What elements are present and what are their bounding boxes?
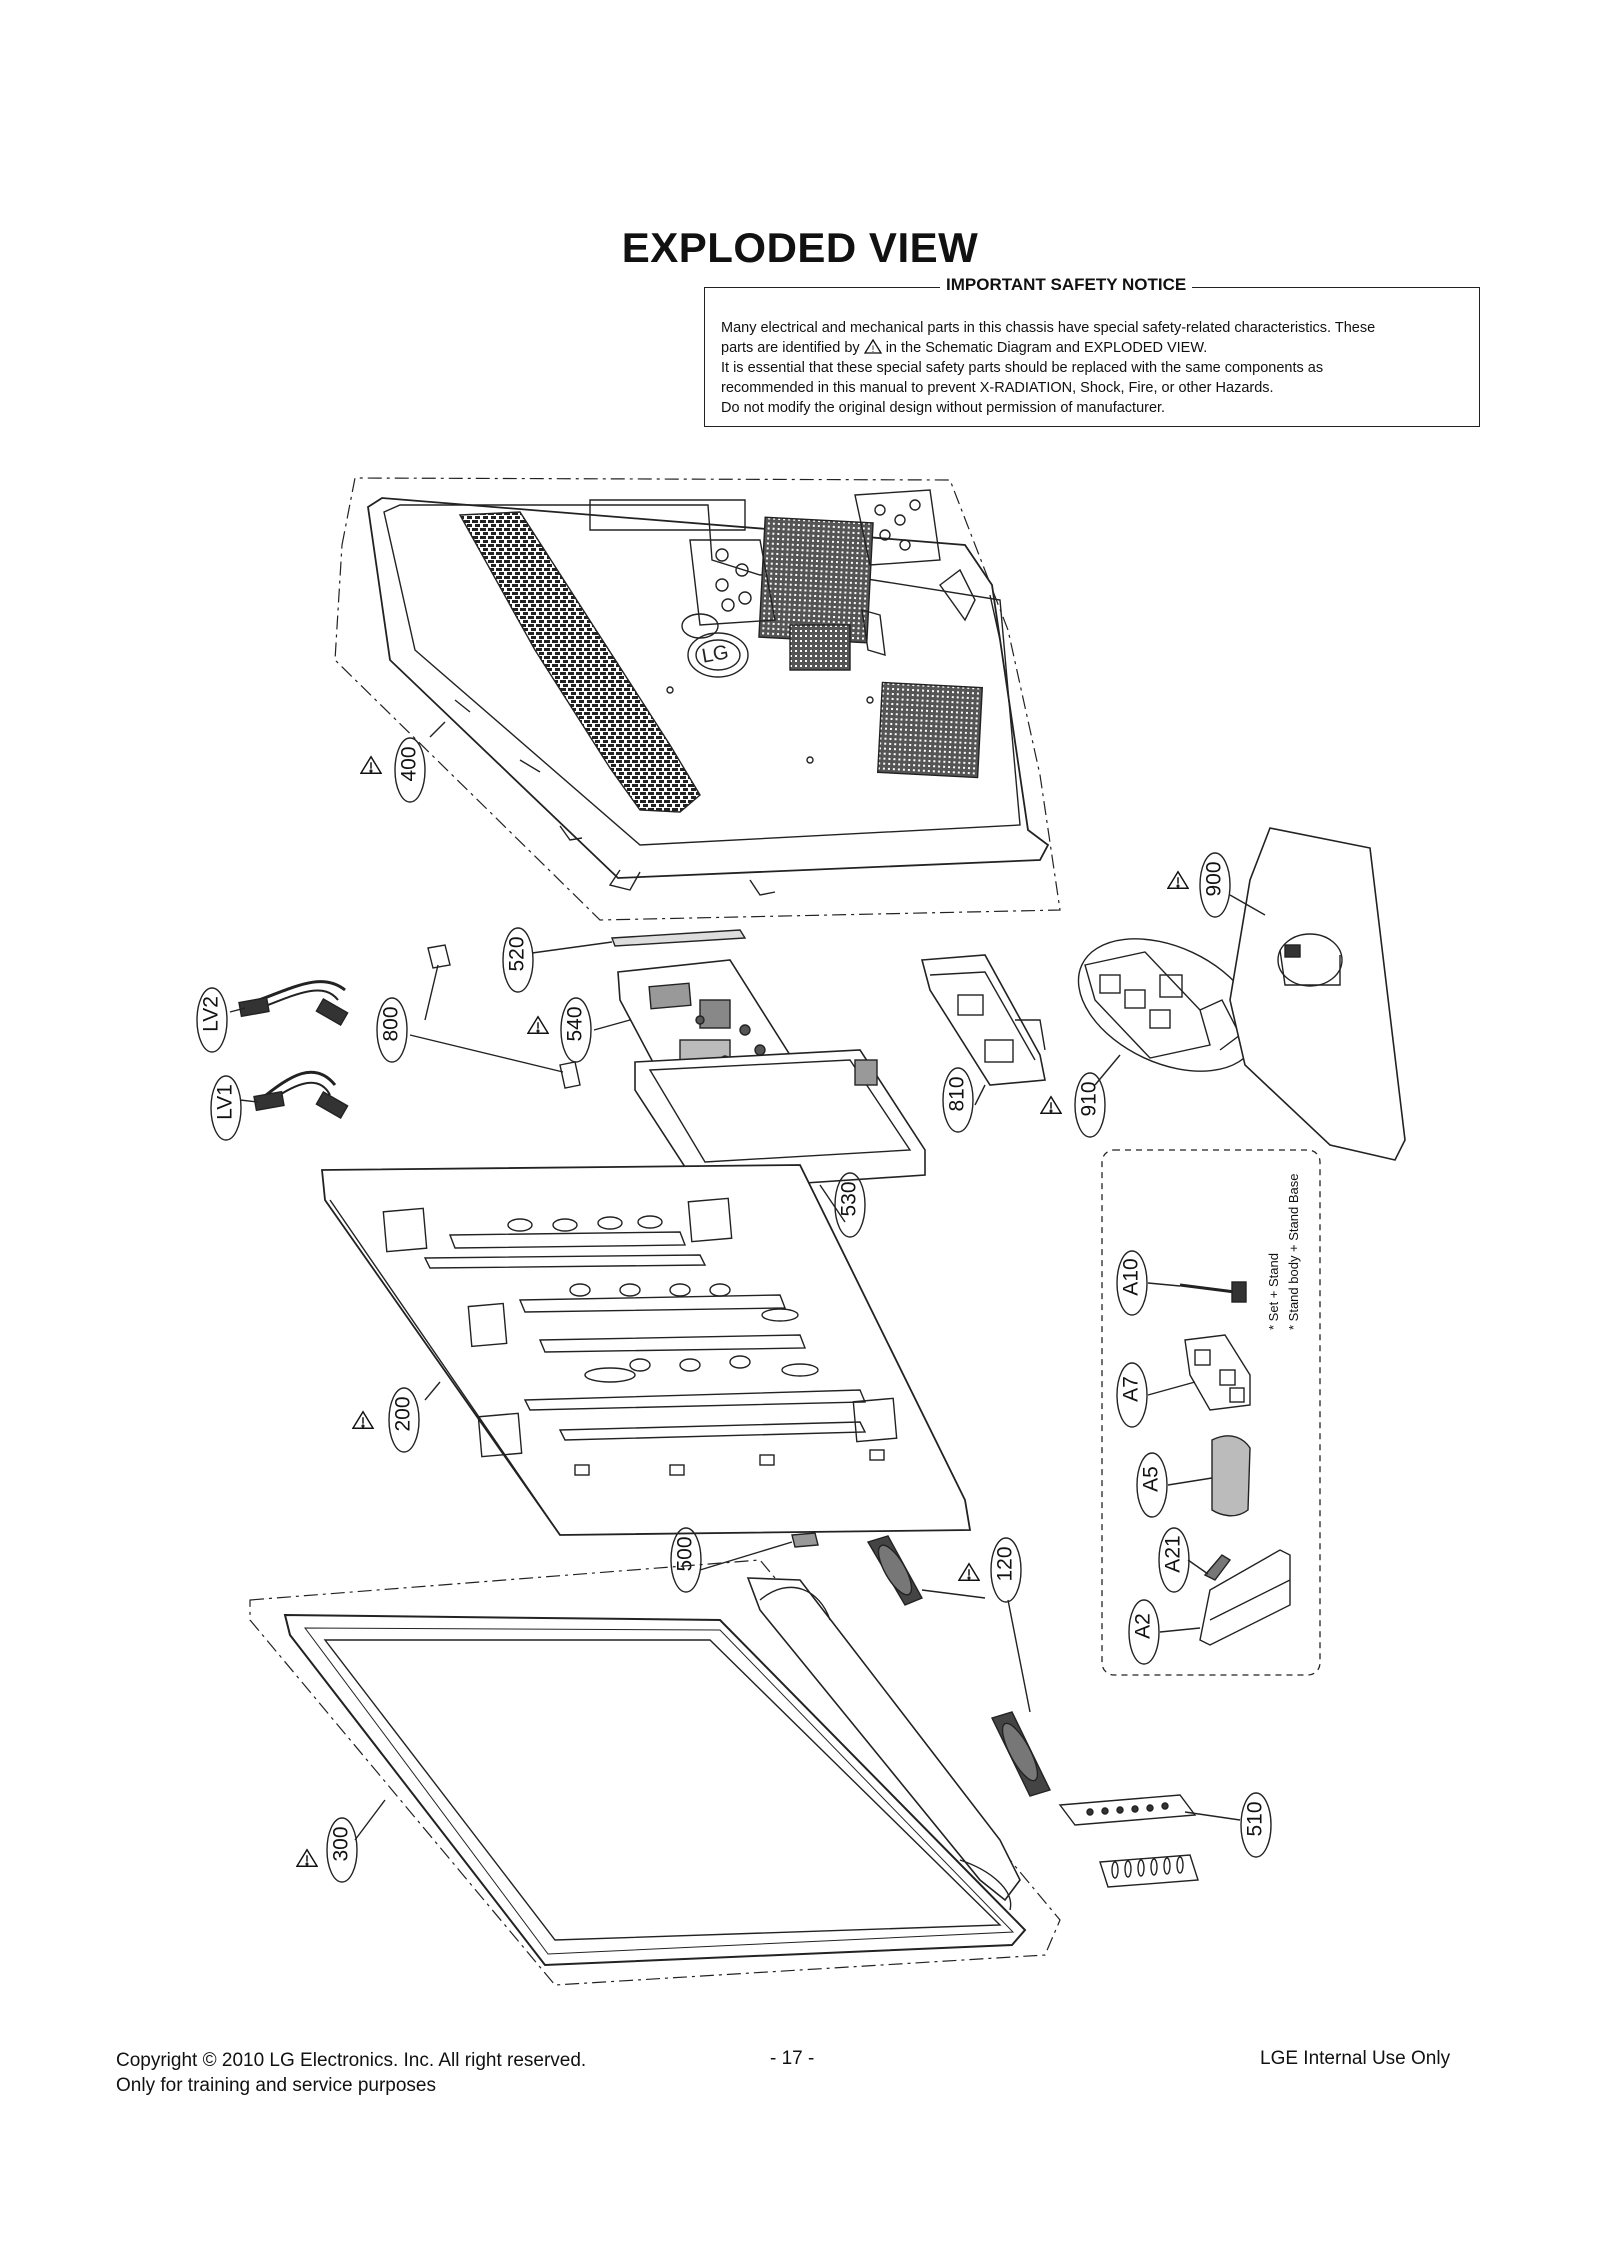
back-cover-part: LG xyxy=(334,477,1061,921)
svg-text:400: 400 xyxy=(398,746,421,781)
callout-a10: A10 xyxy=(1116,1250,1148,1316)
callout-a5: A5 xyxy=(1136,1452,1168,1518)
callout-a7: A7 xyxy=(1116,1362,1148,1428)
callout-500: 500 xyxy=(670,1527,702,1593)
callout-520: 520 xyxy=(502,927,534,993)
svg-text:900: 900 xyxy=(1203,861,1226,896)
svg-text:LV1: LV1 xyxy=(214,1084,237,1120)
stand-body-part xyxy=(1199,1549,1291,1646)
callout-a2: A2 xyxy=(1128,1599,1160,1665)
control-keys-part xyxy=(1058,1794,1199,1888)
stand-note-body: * Stand body + Stand Base xyxy=(1286,1174,1301,1330)
svg-text:500: 500 xyxy=(674,1536,697,1571)
callout-400: 400 xyxy=(360,737,426,803)
ir-board-part xyxy=(791,1532,819,1548)
callout-910: 910 xyxy=(1040,1072,1106,1138)
callout-530: 530 xyxy=(800,1172,866,1238)
callout-120: 120 xyxy=(958,1537,1022,1603)
notice-line: Do not modify the original design withou… xyxy=(721,400,1166,416)
notice-line: It is essential that these special safet… xyxy=(721,360,1324,376)
main-board-part xyxy=(611,929,791,1086)
safety-notice-box: IMPORTANT SAFETY NOTICE Many electrical … xyxy=(704,275,1480,427)
svg-text:A5: A5 xyxy=(1140,1466,1163,1492)
stand-hinge-part xyxy=(1184,1334,1251,1411)
svg-text:200: 200 xyxy=(392,1396,415,1431)
stand-bracket-part xyxy=(920,954,1046,1086)
back-cover-logo: LG xyxy=(700,641,730,667)
svg-text:A21: A21 xyxy=(1162,1535,1185,1572)
footer-internal: LGE Internal Use Only xyxy=(1260,2048,1451,2069)
notice-line: parts are identified by ! in the Schemat… xyxy=(721,338,1463,358)
stand-note-set: * Set + Stand xyxy=(1266,1253,1281,1330)
svg-text:A7: A7 xyxy=(1120,1376,1143,1402)
stand-cover-part xyxy=(1211,1435,1251,1517)
svg-text:120: 120 xyxy=(994,1546,1017,1581)
safety-notice-heading: IMPORTANT SAFETY NOTICE xyxy=(940,275,1193,295)
page-title: EXPLODED VIEW xyxy=(621,224,979,272)
speaker-part xyxy=(866,1535,1051,1797)
svg-text:800: 800 xyxy=(380,1006,403,1041)
notice-line-part: parts are identified by xyxy=(721,340,860,356)
callout-800: 800 xyxy=(376,997,408,1063)
power-board-part xyxy=(634,1049,926,1191)
stand-accessory-box xyxy=(1101,1149,1321,1676)
callout-lv2: LV2 xyxy=(196,987,228,1053)
footer-copyright: Copyright © 2010 LG Electronics. Inc. Al… xyxy=(116,2050,587,2071)
svg-text:530: 530 xyxy=(838,1181,861,1216)
svg-text:910: 910 xyxy=(1078,1081,1101,1116)
callout-540: 540 xyxy=(527,997,592,1063)
callout-900: 900 xyxy=(1167,852,1231,918)
svg-text:520: 520 xyxy=(506,936,529,971)
safety-notice-body: Many electrical and mechanical parts in … xyxy=(721,318,1463,418)
svg-text:510: 510 xyxy=(1244,1801,1267,1836)
notice-line-part: in the Schematic Diagram and EXPLODED VI… xyxy=(885,340,1208,356)
notice-line: Many electrical and mechanical parts in … xyxy=(721,320,1376,336)
callout-200: 200 xyxy=(352,1387,420,1453)
callout-lv1: LV1 xyxy=(210,1075,242,1141)
stand-screw-part xyxy=(1179,1281,1247,1303)
callout-810: 810 xyxy=(942,1067,974,1133)
notice-line: recommended in this manual to prevent X-… xyxy=(721,380,1274,396)
footer-left: Copyright © 2010 LG Electronics. Inc. Al… xyxy=(116,2048,586,2098)
callout-300: 300 xyxy=(296,1817,358,1883)
page-number: - 17 - xyxy=(770,2048,815,2069)
svg-text:300: 300 xyxy=(330,1826,353,1861)
svg-text:A10: A10 xyxy=(1120,1258,1143,1295)
stand-base-part xyxy=(1229,827,1406,1161)
lvds-cable-part xyxy=(238,980,349,1120)
footer-training: Only for training and service purposes xyxy=(116,2075,436,2096)
front-bezel-part xyxy=(249,1559,1061,1986)
svg-text:540: 540 xyxy=(564,1006,587,1041)
lcd-module-part xyxy=(321,1164,972,1536)
svg-text:!: ! xyxy=(871,344,874,354)
callout-a21: A21 xyxy=(1158,1527,1190,1593)
svg-text:A2: A2 xyxy=(1132,1613,1155,1639)
callout-510: 510 xyxy=(1240,1792,1272,1858)
svg-text:810: 810 xyxy=(946,1076,969,1111)
warning-triangle-icon: ! xyxy=(863,339,882,354)
bracket-part xyxy=(427,944,581,1089)
svg-text:LV2: LV2 xyxy=(200,996,223,1032)
